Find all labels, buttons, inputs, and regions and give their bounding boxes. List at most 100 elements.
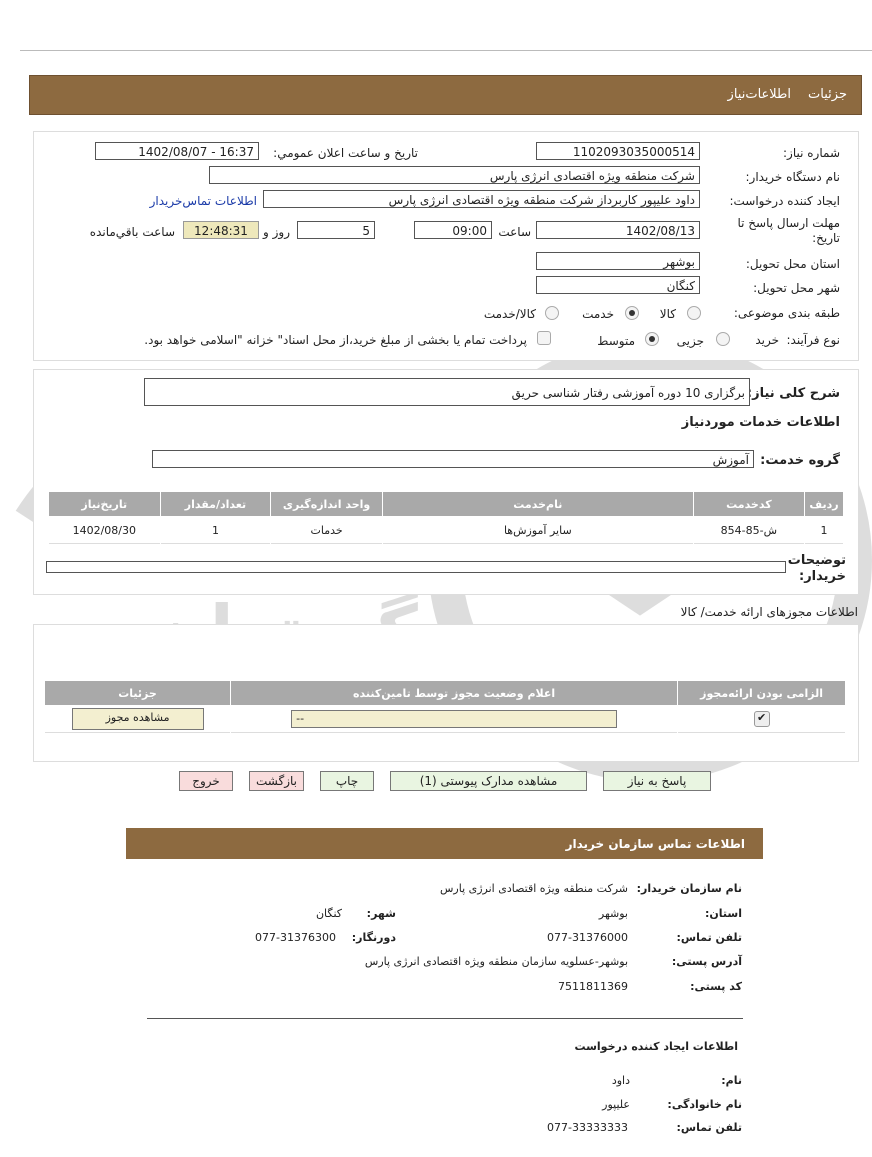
process-option-minor: جزیی: [676, 334, 704, 348]
contact-phone-label: تلفن تماس:: [676, 931, 742, 944]
contact-fax-label: دورنگار:: [351, 931, 396, 944]
payment-checkbox[interactable]: [537, 331, 551, 345]
contact-postal-value: 7511811369: [558, 980, 628, 993]
permit-required-checkbox[interactable]: ✔: [753, 711, 770, 727]
col-unit: واحد اندازه‌گیری: [271, 492, 382, 516]
summary-label: شرح کلی نیاز:: [746, 386, 840, 401]
contact-divider: [147, 1018, 743, 1019]
buyer-notes-field[interactable]: [46, 561, 786, 573]
process-buy-label: خرید: [755, 333, 779, 347]
category-option-goods-service: کالا/خدمت: [483, 307, 536, 321]
buyer-org-field[interactable]: شرکت منطقه ویژه اقتصادی انرژی پارس: [209, 166, 700, 184]
contact-province-label: استان:: [705, 907, 742, 920]
creator-family-value: علیپور: [602, 1098, 630, 1111]
contact-city-value: کنگان: [315, 907, 342, 920]
tab-need-info[interactable]: اطلاعات‌نیاز: [727, 87, 791, 102]
exit-button[interactable]: خروج: [179, 771, 233, 791]
city-field[interactable]: کنگان: [536, 276, 700, 294]
header-bar: جزئیات اطلاعات‌نیاز: [29, 75, 862, 115]
need-number-field[interactable]: 1102093035000514: [536, 142, 700, 160]
creator-phone-value: 077-33333333: [547, 1121, 628, 1134]
col-permit-details: جزئیات: [45, 681, 231, 705]
services-title: اطلاعات خدمات مورد‌نیاز: [681, 415, 840, 430]
permits-title: اطلاعات مجوزهای ارائه خدمت/ کالا: [680, 605, 858, 619]
services-table-header: ردیف کدخدمت نام‌خدمت واحد اندازه‌گیری تع…: [49, 492, 843, 516]
reply-button[interactable]: پاسخ به نیاز: [603, 771, 711, 791]
cell-permit-status: --: [231, 706, 678, 733]
creator-name-value: داود: [611, 1074, 630, 1087]
permits-table-header: الزامی بودن ارائه‌مجوز اعلام وضعیت مجوز …: [45, 681, 845, 705]
buyer-contact-link[interactable]: اطلاعات تماس‌خریدار: [149, 194, 257, 208]
buyer-notes-label: توضیحات خریدار:: [787, 553, 846, 584]
contact-section-title: اطلاعات تماس سازمان خریدار: [565, 837, 745, 851]
services-table: ردیف کدخدمت نام‌خدمت واحد اندازه‌گیری تع…: [48, 491, 844, 545]
process-radio-medium[interactable]: [645, 332, 659, 346]
top-divider: [20, 50, 872, 51]
attachments-button[interactable]: مشاهده مدارک پیوستی (1): [390, 771, 587, 791]
group-label: گروه خدمت:: [760, 453, 840, 468]
cell-qty: 1: [160, 517, 271, 544]
creator-family-label: نام خانوادگی:: [667, 1098, 742, 1111]
creator-name-label: نام:: [721, 1074, 742, 1087]
col-permit-required: الزامی بودن ارائه‌مجوز: [678, 681, 845, 705]
deadline-label: مهلت ارسال پاسخ تا تاریخ:: [737, 216, 840, 245]
contact-phone-value: 077-31376000: [547, 931, 628, 944]
category-radio-goods-service[interactable]: [545, 306, 559, 320]
view-permit-button[interactable]: مشاهده مجوز: [71, 708, 204, 730]
contact-city-label: شهر:: [366, 907, 396, 920]
cell-row: 1: [805, 517, 843, 544]
table-row: ✔ -- مشاهده مجوز: [45, 706, 845, 733]
days-field[interactable]: 5: [297, 221, 375, 239]
announce-label: تاریخ و ساعت اعلان عمومي:: [273, 146, 418, 160]
category-radio-service[interactable]: [625, 306, 639, 320]
group-field[interactable]: آموزش: [152, 450, 754, 468]
province-field[interactable]: بوشهر: [536, 252, 700, 270]
deadline-hour-label: ساعت: [498, 225, 531, 239]
category-label: طبقه بندی موضوعی:: [733, 306, 840, 320]
contact-fax-value: 077-31376300: [255, 931, 336, 944]
permit-status-field[interactable]: --: [291, 710, 618, 728]
day-label: روز و: [263, 225, 290, 239]
contact-org-value: شرکت منطقه ویژه اقتصادی انرژی پارس: [439, 882, 628, 895]
cell-permit-required: ✔: [678, 706, 845, 733]
back-button[interactable]: بازگشت: [249, 771, 304, 791]
creator-label: ایجاد کننده درخواست:: [729, 194, 840, 208]
need-number-label: شماره نیاز:: [783, 146, 840, 160]
creator-field[interactable]: داود علیپور کاربرداز شرکت منطقه ویژه اقت…: [263, 190, 700, 208]
print-button[interactable]: چاپ: [320, 771, 374, 791]
col-name: نام‌خدمت: [382, 492, 693, 516]
cell-code: ش-85-854: [693, 517, 805, 544]
tab-details[interactable]: جزئیات: [808, 87, 847, 102]
creator-phone-label: تلفن تماس:: [676, 1121, 742, 1134]
category-option-goods: کالا: [659, 307, 676, 321]
process-label: نوع فرآیند:: [786, 333, 840, 347]
contact-org-label: نام سازمان خریدار:: [636, 882, 742, 895]
process-radio-minor[interactable]: [716, 332, 730, 346]
cell-date: 1402/08/30: [49, 517, 160, 544]
category-option-service: خدمت: [582, 307, 614, 321]
permits-table: الزامی بودن ارائه‌مجوز اعلام وضعیت مجوز …: [44, 680, 846, 734]
contact-section-bar: اطلاعات تماس سازمان خریدار: [126, 828, 763, 859]
process-option-medium: متوسط: [597, 334, 635, 348]
col-row: ردیف: [805, 492, 843, 516]
deadline-time-field[interactable]: 09:00: [414, 221, 492, 239]
col-permit-status: اعلام وضعیت مجوز توسط تامین‌کننده: [231, 681, 678, 705]
cell-unit: خدمات: [271, 517, 382, 544]
buyer-org-label: نام دستگاه خریدار:: [745, 170, 841, 184]
cell-name: سایر آموزش‌ها: [382, 517, 693, 544]
city-label: شهر محل تحویل:: [753, 281, 840, 295]
remaining-label: ساعت باقي‌مانده: [89, 225, 175, 239]
contact-postal-label: کد پستی:: [690, 980, 742, 993]
col-code: کدخدمت: [693, 492, 805, 516]
announce-field[interactable]: 1402/08/07 - 16:37: [95, 142, 259, 160]
deadline-date-field[interactable]: 1402/08/13: [536, 221, 700, 239]
contact-address-label: آدرس پستی:: [671, 955, 742, 968]
creator-info-title: اطلاعات ایجاد کننده درخواست: [574, 1040, 738, 1053]
remaining-timer: 12:48:31: [183, 221, 259, 239]
contact-province-value: بوشهر: [598, 907, 628, 920]
table-row: 1 ش-85-854 سایر آموزش‌ها خدمات 1 1402/08…: [49, 517, 843, 544]
summary-field[interactable]: برگزاری 10 دوره آموزشی رفتار شناسی حریق: [144, 378, 750, 406]
contact-address-value: بوشهر-عسلویه سازمان منطقه ویژه اقتصادی ا…: [364, 955, 628, 968]
col-date: تاریخ‌نیاز: [49, 492, 160, 516]
category-radio-goods[interactable]: [687, 306, 701, 320]
